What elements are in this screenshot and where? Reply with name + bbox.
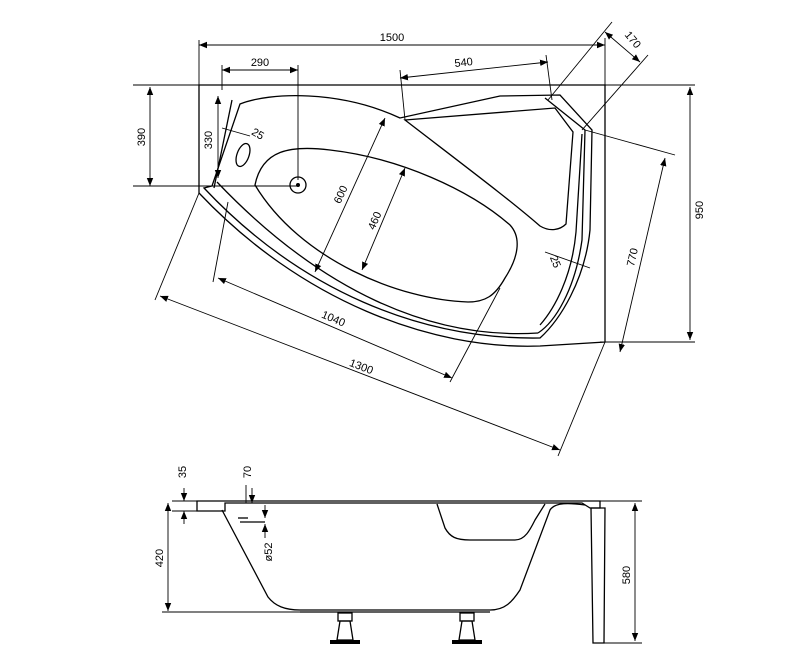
dim-inner-width-label: 460 <box>366 210 384 232</box>
dim-rim-left-label: 25 <box>249 126 266 143</box>
ext-line <box>399 69 406 121</box>
ext-line <box>545 54 553 101</box>
ext-line <box>547 21 613 101</box>
tub-outer-outline <box>198 84 606 347</box>
dim-corner-label: 170 <box>622 29 643 51</box>
ext-line <box>212 201 229 283</box>
front-curve <box>216 181 539 335</box>
rim-left-edge <box>213 99 233 189</box>
dim-right-side-line <box>618 157 667 353</box>
dim-corner-line <box>604 31 641 63</box>
dim-left-offset-label: 290 <box>251 57 269 69</box>
top-view: 1500 290 540 170 390 330 25 600 460 <box>133 21 706 457</box>
dim-side-depth-label: 390 <box>136 128 148 146</box>
dim-rim-left-line <box>221 127 251 137</box>
dim-bath-height-label: 420 <box>154 549 166 567</box>
dim-top-segment-label: 540 <box>454 56 474 70</box>
overflow-hole <box>235 142 251 168</box>
right-rim <box>537 97 586 334</box>
inner-basin <box>254 147 518 303</box>
dim-overflow-label: 70 <box>242 466 254 478</box>
dim-inner-length-label: 600 <box>332 184 351 206</box>
right-rim-inner <box>539 133 583 326</box>
ext-line <box>581 54 649 131</box>
dim-total-width-label: 1500 <box>380 32 404 44</box>
ext-line <box>557 341 606 457</box>
dim-inner-length-line <box>314 117 386 273</box>
dim-drain-edge-label: 330 <box>203 131 215 149</box>
backrest-area <box>403 107 574 231</box>
dim-outer-diag-label: 1300 <box>347 357 374 377</box>
foot-right <box>452 612 482 644</box>
dim-top-segment-line <box>399 59 549 81</box>
dim-inner-width-line <box>361 167 406 271</box>
dim-total-height-label: 580 <box>621 566 633 584</box>
dim-rim-label: 35 <box>177 466 189 478</box>
side-rim <box>196 500 601 512</box>
side-backrest <box>436 503 546 541</box>
side-view: 35 70 ø52 420 580 <box>154 466 642 644</box>
ext-line <box>154 192 200 301</box>
dim-rim-right-line <box>544 251 591 269</box>
dim-right-side-label: 770 <box>625 247 641 268</box>
dim-rim-right-label: 25 <box>547 254 563 270</box>
side-apron <box>590 507 606 644</box>
foot-left <box>330 612 360 644</box>
ext-line <box>584 129 676 156</box>
dim-inner-diag-label: 1040 <box>320 309 347 330</box>
dim-outer-diag-line <box>159 295 561 451</box>
side-body <box>221 502 586 611</box>
dim-total-depth-label: 950 <box>694 201 706 219</box>
dim-overflow-dia-label: ø52 <box>263 543 275 562</box>
